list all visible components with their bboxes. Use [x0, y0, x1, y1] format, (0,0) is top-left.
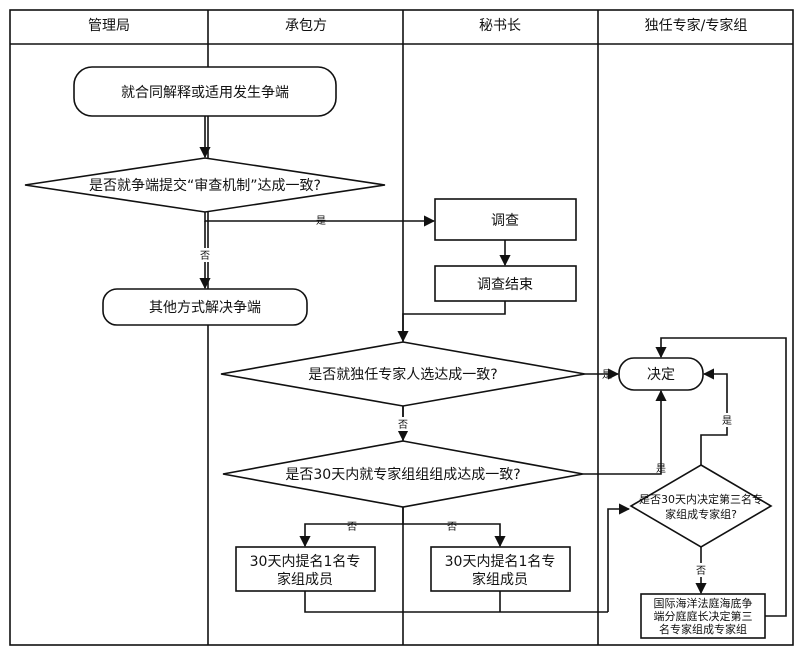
- edge-label-sole-expert-no: 否: [398, 419, 408, 431]
- itlos-chamber-line3: 名专家组成专家组: [659, 622, 747, 636]
- nominate-member-contractor-line1: 30天内提名1名专: [250, 554, 361, 570]
- edge-label-review-no-bg: [196, 248, 214, 262]
- nominate-member-contractor-line2: 家组成员: [277, 571, 333, 588]
- edge-panel-no-to-nominate-left: [299, 507, 404, 548]
- swimlane-frame: [9, 9, 794, 646]
- edge-investigate-end-to-sole-expert: [397, 301, 506, 343]
- nominate-member-secretary-node: [430, 546, 571, 592]
- edge-label-third-member-no: 否: [696, 565, 706, 577]
- edge-label-third-member-yes: 是: [722, 415, 732, 427]
- edge-label-sole-expert-no-bg: [394, 417, 412, 431]
- edge-label-panel-yes: 是: [656, 463, 666, 475]
- other-methods-node: [102, 288, 308, 326]
- nominate-member-contractor-node: [235, 546, 376, 592]
- itlos-chamber-node: [640, 593, 766, 639]
- edge-label-sole-expert-yes: 是: [602, 369, 612, 381]
- edge-nominate-left-merge: [304, 591, 608, 613]
- edge-label-third-member-yes-bg: [718, 413, 736, 427]
- investigate-label: 调查: [491, 213, 519, 229]
- edge-label-third-member-no-bg: [692, 563, 710, 577]
- other-methods-label: 其他方式解决争端: [149, 300, 261, 316]
- review-decision-label: 是否就争端提交“审查机制”达成一致?: [89, 177, 321, 194]
- edge-itlos-to-decision: [655, 337, 787, 617]
- lane-title-secretary-general: 秘书长: [479, 18, 521, 34]
- lane-title-contractor: 承包方: [285, 18, 327, 34]
- nominate-member-secretary-line1: 30天内提名1名专: [445, 554, 556, 570]
- third-member-decision-line1: 是否30天内决定第三名专: [639, 492, 763, 506]
- edge-label-review-no: 否: [200, 250, 210, 262]
- panel-30-day-decision-label: 是否30天内就专家组组组成达成一致?: [285, 466, 520, 483]
- investigate-end-label: 调查结束: [477, 277, 533, 293]
- edge-label-panel-no-right: 否: [447, 521, 457, 533]
- decision-label: 决定: [647, 367, 675, 383]
- third-member-decision-diamond: [629, 464, 773, 548]
- sole-expert-decision-label: 是否就独任专家人选达成一致?: [308, 366, 497, 383]
- third-member-decision-line2: 家组成专家组?: [665, 507, 737, 521]
- edge-nominations-to-third-member: [607, 503, 631, 612]
- nominate-member-secretary-line2: 家组成员: [472, 571, 528, 588]
- edge-panel-no-to-nominate-right: [403, 523, 506, 548]
- itlos-chamber-line1: 国际海洋法庭海底争: [654, 596, 753, 610]
- lane-title-authority: 管理局: [88, 18, 130, 34]
- edge-label-panel-no-left: 否: [347, 521, 357, 533]
- start-node-label: 就合同解释或适用发生争端: [121, 85, 289, 101]
- edge-label-review-yes: 是: [316, 215, 326, 227]
- investigate-end-node: [434, 265, 577, 302]
- edge-panel-yes-to-decision: [583, 389, 667, 475]
- edge-third-member-yes-to-decision: [700, 368, 728, 465]
- lane-title-expert-panel: 独任专家/专家组: [645, 17, 748, 34]
- itlos-chamber-line2: 端分庭庭长决定第三: [654, 609, 753, 623]
